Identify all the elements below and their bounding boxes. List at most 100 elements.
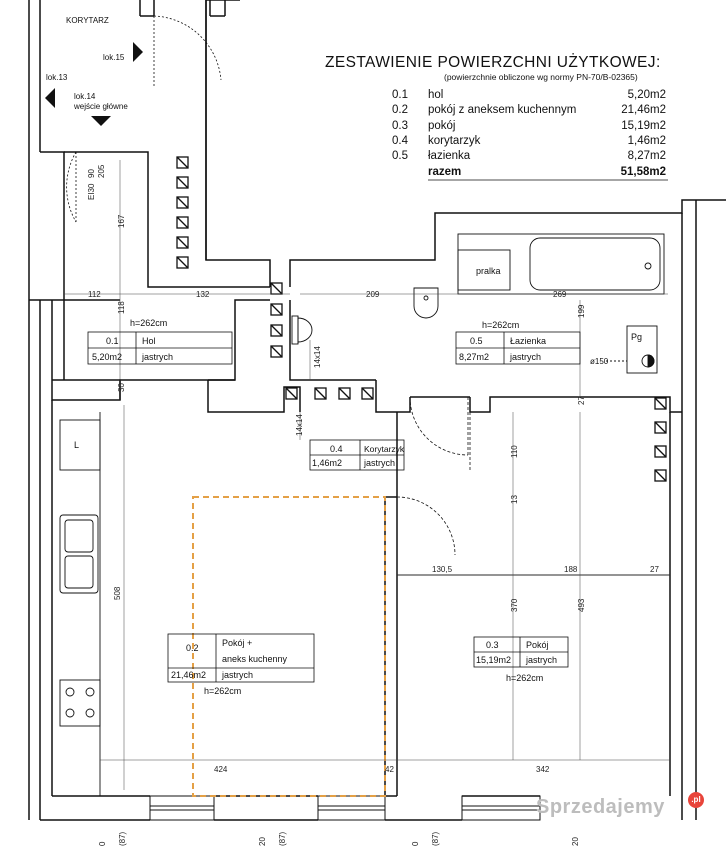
summary-name: korytarzyk [428,135,481,147]
summary-name: hol [428,89,444,101]
doors [66,15,471,556]
summary-subtitle: (powierzchnie obliczone wg normy PN-70/B… [444,72,638,82]
corridor-arrows [45,42,143,126]
dim-269: 269 [553,290,567,299]
dim-370: 370 [510,598,519,612]
summary-total-label: razem [428,166,462,178]
door-height: 205 [97,164,106,178]
summary-name: pokój [428,120,456,132]
entrance-arrow [91,116,111,126]
dim-27b: 27 [650,565,659,574]
plan-texts: KORYTARZ lok.15 lok.13 lok.14 wejście gł… [46,16,659,846]
door-width: 90 [87,169,96,178]
lok15-arrow [133,42,143,62]
dim-130-5: 130,5 [432,565,453,574]
dim-342: 342 [536,765,550,774]
dim-13: 13 [510,495,519,504]
dim-209: 209 [366,290,380,299]
hallway-door-arc [409,396,469,456]
riser-label: ø150 [590,357,609,366]
bathroom-num: 0.5 [470,336,483,346]
bathroom-name: Łazienka [510,336,546,346]
bathtub [457,233,665,295]
dim-27: 27 [577,396,586,405]
dim-188: 188 [564,565,578,574]
lok14-label: lok.14 [74,92,96,101]
summary-num: 0.3 [392,120,408,132]
dim-508: 508 [113,586,122,600]
room-door-arc [396,496,456,556]
living-height: h=262cm [204,686,241,696]
hol-area: 5,20m2 [92,352,122,362]
fridge-label: L [74,440,79,450]
lok13-arrow [45,88,55,108]
room-name: Pokój [526,640,549,650]
entrance-door-arc [66,151,148,223]
bathroom-area: 8,27m2 [459,352,489,362]
dim-14x14-b: 14x14 [295,414,304,436]
kitchen-fixtures [59,412,101,796]
summary-num: 0.1 [392,89,408,101]
bathroom-floor: jastrych [509,352,541,362]
living-name-2: aneks kuchenny [222,654,288,664]
summary-area: 21,46m2 [621,104,666,116]
watermark: Sprzedajemy [536,796,665,818]
summary-area: 1,46m2 [627,135,666,147]
summary-num: 0.5 [392,150,408,162]
dim-bottom-20a: 20 [258,837,267,846]
hallway-name: Korytarzyk [364,444,405,454]
summary-name: pokój z aneksem kuchennym [428,104,577,116]
washer-label: pralka [476,266,501,276]
summary-area: 5,20m2 [627,89,666,101]
furniture-outline [192,496,386,797]
dim-bottom-87c: (87) [431,831,440,846]
summary-area: 15,19m2 [621,120,666,132]
hallway-num: 0.4 [330,444,343,454]
living-floor: jastrych [221,670,253,680]
summary-total-area: 51,58m2 [620,166,666,178]
summary-num: 0.4 [392,135,408,147]
living-label-box [167,633,315,683]
dim-199: 199 [577,304,586,318]
windows [149,795,541,821]
hol-height: h=262cm [130,318,167,328]
summary-num: 0.2 [392,104,408,116]
washer [457,249,511,291]
hallway-area: 1,46m2 [312,458,342,468]
dim-bottom-87a: (87) [118,831,127,846]
lok13-label: lok.13 [46,73,68,82]
pg-label: Pg [631,332,642,342]
dim-112: 112 [88,290,101,299]
dim-424: 424 [214,765,228,774]
dim-bottom-87b: (87) [278,831,287,846]
dim-167: 167 [117,214,126,228]
cooktop [59,679,101,727]
dim-bottom-20b: 20 [571,837,580,846]
room-floor: jastrych [525,655,557,665]
sink [413,287,439,319]
kitchen-sink [59,514,99,594]
dim-14x14-a: 14x14 [313,346,322,368]
living-num: 0.2 [186,643,199,653]
duct-column-right [654,397,667,482]
summary-name: łazienka [428,150,471,162]
living-name-1: Pokój + [222,638,252,648]
room-height: h=262cm [506,673,543,683]
hol-num: 0.1 [106,336,119,346]
dim-118: 118 [117,301,126,314]
label-boxes [87,331,581,683]
bathroom-height: h=262cm [482,320,519,330]
dimension-lines [64,160,670,790]
dim-132: 132 [196,290,210,299]
living-area: 21,46m2 [171,670,206,680]
hol-floor: jastrych [141,352,173,362]
dim-bottom-0b: 0 [411,841,420,846]
dim-42: 42 [385,765,394,774]
summary-area: 8,27m2 [627,150,666,162]
hol-name: Hol [142,336,156,346]
summary-title: ZESTAWIENIE POWIERZCHNI UŻYTKOWEJ: [325,54,661,71]
ventilation-ducts [176,156,667,482]
dim-110: 110 [510,445,519,458]
watermark-badge: .pl [688,792,704,808]
